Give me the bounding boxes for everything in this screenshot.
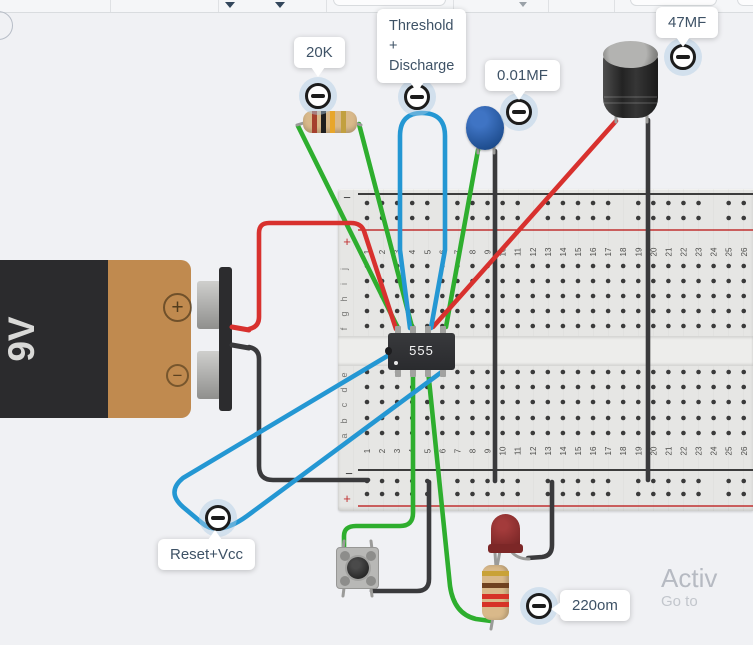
toolbar-divider	[614, 0, 615, 12]
chip-pin	[395, 368, 401, 377]
chip-pin	[425, 326, 431, 335]
pushbutton-cap[interactable]	[347, 557, 369, 579]
chip-pin	[410, 326, 416, 335]
activate-watermark-line2: Go to	[661, 593, 698, 610]
minus-circle-icon[interactable]	[526, 593, 552, 619]
toolbar-divider	[453, 0, 454, 12]
battery-snap-negative[interactable]	[197, 351, 221, 399]
label-220om[interactable]: 220om	[551, 590, 630, 621]
pushbutton[interactable]	[336, 547, 379, 589]
label-reset-vcc[interactable]: Reset+Vcc	[158, 530, 255, 570]
label-text: 220om	[572, 597, 618, 614]
led-flange	[488, 544, 523, 553]
battery-negative-stub[interactable]	[229, 342, 252, 351]
label-text: 0.01MF	[497, 67, 548, 84]
bubble-pointer	[410, 82, 424, 92]
chip-notch	[385, 347, 392, 355]
bubble-pointer	[676, 37, 690, 47]
pushbutton-corner	[340, 551, 350, 561]
toolbar-button[interactable]	[630, 0, 717, 6]
label-001mf[interactable]: 0.01MF	[485, 60, 560, 100]
activate-watermark-line1: Activ	[661, 563, 718, 593]
pan-control-partial[interactable]	[0, 11, 13, 40]
pushbutton-corner	[340, 576, 350, 586]
toolbar-button[interactable]	[737, 0, 753, 6]
capacitor-001mf[interactable]	[466, 106, 504, 150]
battery-plus-terminal-mark: +	[163, 293, 192, 322]
battery-minus-terminal-mark: −	[166, 364, 189, 387]
battery-label: 9V	[1, 316, 42, 362]
resistor-band	[330, 111, 335, 133]
resistor-band	[321, 111, 326, 133]
resistor-220[interactable]	[482, 565, 509, 620]
battery-black-section	[0, 260, 108, 418]
resistor-band	[341, 111, 346, 133]
bubble-pointer	[208, 530, 222, 540]
chevron-down-icon[interactable]	[519, 2, 527, 7]
label-text: +	[389, 38, 398, 54]
battery-body	[108, 260, 191, 418]
battery-snap-positive[interactable]	[197, 281, 221, 329]
capacitor-47mf-top	[603, 41, 658, 68]
battery-connector-bar[interactable]	[219, 267, 232, 411]
bubble-pointer	[551, 602, 561, 616]
toolbar-divider	[548, 0, 549, 12]
resistor-band	[312, 111, 317, 133]
timer-555-chip[interactable]: 555	[385, 333, 455, 370]
chip-pin1-dot	[394, 361, 398, 365]
label-text: Reset+Vcc	[170, 546, 243, 563]
minus-circle-icon[interactable]	[670, 44, 696, 70]
pushbutton-corner	[366, 576, 376, 586]
pushbutton-corner	[366, 551, 376, 561]
bubble-pointer	[512, 90, 526, 100]
label-text: 47MF	[668, 14, 707, 31]
label-text: 20K	[306, 44, 333, 61]
toolbar-divider	[110, 0, 111, 12]
resistor-band	[482, 583, 509, 588]
label-47mf[interactable]: 47MF	[656, 7, 719, 47]
chip-pin	[395, 326, 401, 335]
label-20k[interactable]: 20K	[294, 37, 345, 77]
chip-pin	[440, 326, 446, 335]
chip-pin	[410, 368, 416, 377]
chevron-down-icon[interactable]	[225, 2, 235, 8]
bubble-pointer	[311, 67, 325, 77]
resistor-20k[interactable]	[303, 111, 357, 133]
resistor-band	[482, 594, 509, 599]
minus-circle-icon[interactable]	[205, 505, 231, 531]
minus-circle-icon[interactable]	[305, 83, 331, 109]
toolbar	[0, 0, 753, 13]
label-text: Discharge	[389, 58, 455, 74]
toolbar-divider	[326, 0, 327, 12]
label-text: Threshold	[389, 18, 454, 34]
capacitor-47mf-crimp	[604, 96, 657, 108]
chip-pin	[425, 368, 431, 377]
chevron-down-icon[interactable]	[275, 2, 285, 8]
toolbar-divider	[218, 0, 219, 12]
chip-label: 555	[409, 343, 434, 358]
resistor-band	[482, 602, 509, 607]
minus-circle-icon[interactable]	[506, 99, 532, 125]
battery-9v[interactable]: 9V + −	[0, 260, 192, 418]
resistor-band	[482, 571, 509, 576]
battery-positive-stub[interactable]	[229, 324, 252, 333]
chip-pin	[440, 368, 446, 377]
toolbar-button[interactable]	[333, 0, 446, 6]
label-threshold-discharge[interactable]: Threshold + Discharge	[377, 9, 467, 92]
